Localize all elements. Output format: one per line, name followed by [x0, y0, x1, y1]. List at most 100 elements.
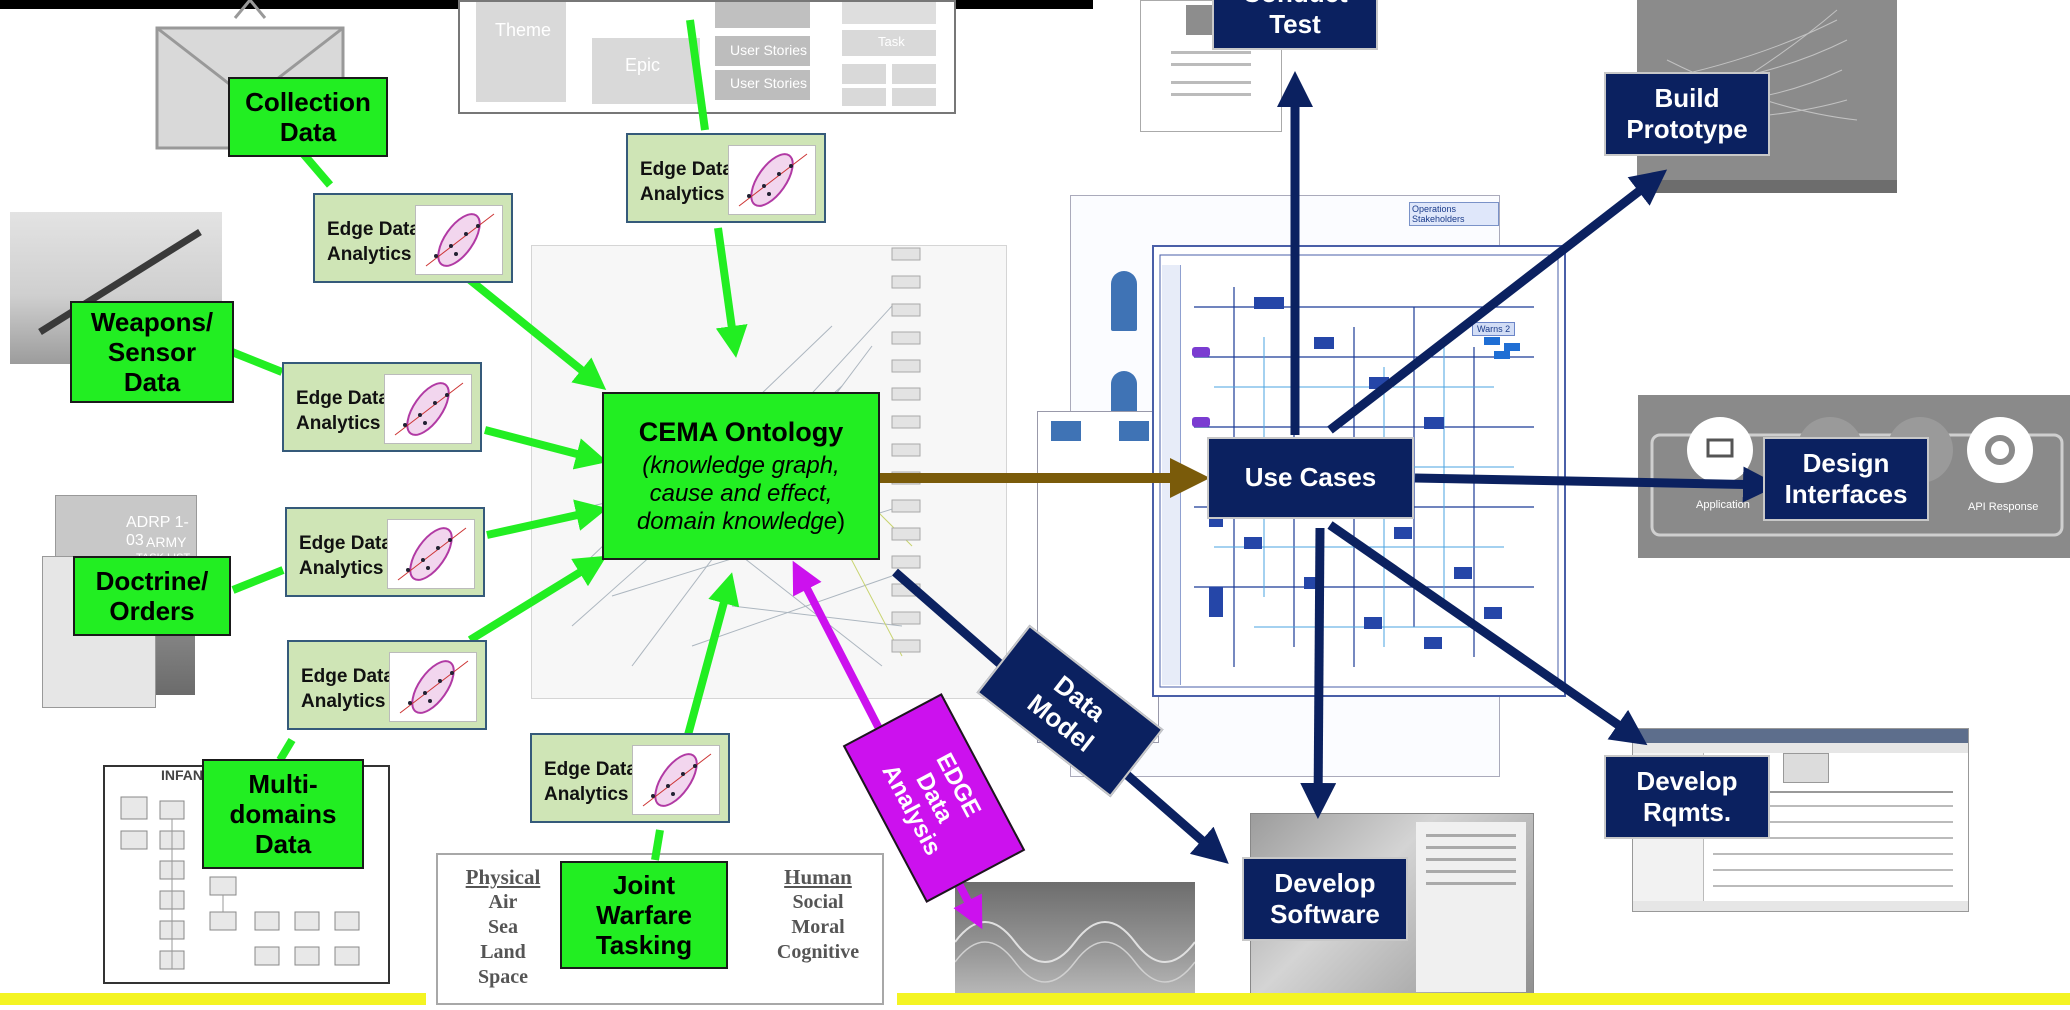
agile-story-2: User Stories: [730, 75, 808, 91]
edge-analytics-line2: Analytics: [640, 184, 725, 206]
collection-data-box: Collection Data: [228, 77, 388, 157]
agile-task: Task: [878, 34, 905, 49]
physical-air: Air: [488, 891, 518, 913]
develop-rqmts-line2: Rqmts.: [1642, 797, 1732, 827]
arrow-develop-rqmts: [1327, 521, 1648, 746]
joint-line1: Joint: [612, 869, 676, 900]
arrow-doctrine: [486, 499, 608, 539]
interfaces-api-label: API Response: [1968, 501, 2039, 513]
conduct-test-line1: Conduct: [1214, 0, 1376, 9]
joint-warfare-tasking-box: Joint Warfare Tasking: [560, 861, 728, 969]
weapons-line1: Weapons/: [90, 306, 214, 337]
arrow-multidomains: [467, 555, 607, 644]
doctrine-line2: Orders: [109, 596, 195, 626]
ontology-title: CEMA Ontology: [638, 416, 844, 447]
edge-analytics-line1: Edge Data: [327, 219, 420, 240]
scatter-thumbnail: [632, 745, 720, 815]
edge-analytics-line2: Analytics: [301, 691, 386, 713]
multidomains-data-box: Multi- domains Data: [202, 759, 364, 869]
line-doctrine: [231, 566, 285, 594]
build-prototype-line1: Build: [1654, 82, 1720, 113]
scatter-thumbnail: [728, 145, 816, 215]
collection-line1: Collection: [245, 86, 371, 117]
ontology-desc3: domain knowledge): [604, 508, 878, 536]
edge-analytics-line1: Edge Data: [544, 759, 637, 780]
scatter-thumbnail: [389, 652, 477, 722]
adrp-line2: ARMY: [146, 534, 187, 550]
arrow-top: [686, 19, 709, 131]
design-interfaces-line2: Interfaces: [1784, 479, 1908, 509]
software-screenshot: [1250, 813, 1534, 1000]
edge-analytics-line2: Analytics: [327, 244, 412, 266]
arrow-build-prototype: [1327, 169, 1668, 434]
physical-sea: Sea: [488, 916, 518, 938]
build-prototype-box: Build Prototype: [1604, 72, 1770, 156]
physical-space: Space: [478, 966, 528, 988]
edge-analytics-line1: Edge Data: [299, 533, 392, 554]
arrow-collection: [467, 276, 607, 391]
line-joint: [651, 829, 664, 861]
scatter-thumbnail: [384, 374, 472, 444]
arrow-top-2: [714, 227, 748, 358]
physical-land: Land: [480, 941, 526, 963]
develop-rqmts-box: Develop Rqmts.: [1604, 755, 1770, 839]
design-interfaces-box: Design Interfaces: [1763, 437, 1929, 521]
joint-line2: Warfare: [596, 899, 692, 930]
edge-analytics-line2: Analytics: [296, 413, 381, 435]
agile-theme: Theme: [495, 20, 552, 40]
weapons-line2: Sensor: [107, 336, 197, 367]
build-prototype-line2: Prototype: [1626, 114, 1748, 144]
edge-analytics-line2: Analytics: [544, 784, 629, 806]
multidomains-line2: domains: [229, 798, 337, 829]
edge-analytics-line1: Edge Data: [296, 388, 389, 409]
joint-line3: Tasking: [595, 930, 693, 961]
physical-title: Physical: [465, 865, 541, 889]
bottom-bar-left: [0, 993, 426, 1005]
develop-software-line2: Software: [1270, 899, 1380, 929]
ontology-desc3-end: ): [837, 507, 846, 535]
bottom-bar-right: [897, 993, 2070, 1005]
line-weapons: [230, 348, 284, 376]
ontology-desc1: (knowledge graph,: [642, 451, 840, 479]
arrow-develop-software: [1300, 527, 1337, 819]
conduct-test-line2: Test: [1269, 9, 1321, 39]
agile-epic: Epic: [625, 55, 661, 75]
edge-analytics-line2: Analytics: [299, 558, 384, 580]
edge-analytics-line1: Edge Data: [301, 666, 394, 687]
edge-analysis-photo: [954, 882, 1196, 1005]
agile-story-1: User Stories: [730, 42, 808, 58]
cema-ontology-box: CEMA Ontology (knowledge graph, cause an…: [602, 392, 880, 560]
arrow-joint: [684, 572, 740, 737]
collection-line2: Data: [279, 117, 337, 147]
ontology-desc3-italic: domain knowledge: [636, 507, 838, 535]
edge-analytics-line1: Edge Data: [640, 159, 733, 180]
scatter-thumbnail: [387, 519, 475, 589]
conduct-test-box: Conduct Test: [1212, 0, 1378, 50]
interfaces-app-label: Application: [1696, 499, 1750, 511]
doctrine-orders-box: Doctrine/ Orders: [73, 556, 231, 636]
doctrine-line1: Doctrine/: [95, 565, 209, 596]
adrp-line1: ADRP 1-03: [126, 514, 189, 549]
human-cognitive: Cognitive: [776, 941, 860, 963]
multidomains-line3: Data: [254, 829, 312, 860]
use-cases-box: Use Cases: [1207, 437, 1414, 519]
line-multidomains: [276, 737, 296, 763]
use-cases-label: Use Cases: [1244, 462, 1377, 493]
usecase-header: Operations Stakeholders: [1409, 202, 1499, 226]
develop-software-line1: Develop: [1274, 867, 1376, 898]
agile-panel: Theme Epic User Stories User Stories Tas…: [458, 0, 956, 114]
scatter-thumbnail: [415, 205, 503, 275]
weapons-sensor-data-box: Weapons/ Sensor Data: [70, 301, 234, 403]
ontology-desc2: cause and effect,: [649, 479, 833, 507]
develop-software-box: Develop Software: [1242, 857, 1408, 941]
warns-label: Warns 2: [1472, 322, 1516, 336]
weapons-line3: Data: [123, 367, 181, 398]
arrow-weapons: [483, 426, 608, 470]
